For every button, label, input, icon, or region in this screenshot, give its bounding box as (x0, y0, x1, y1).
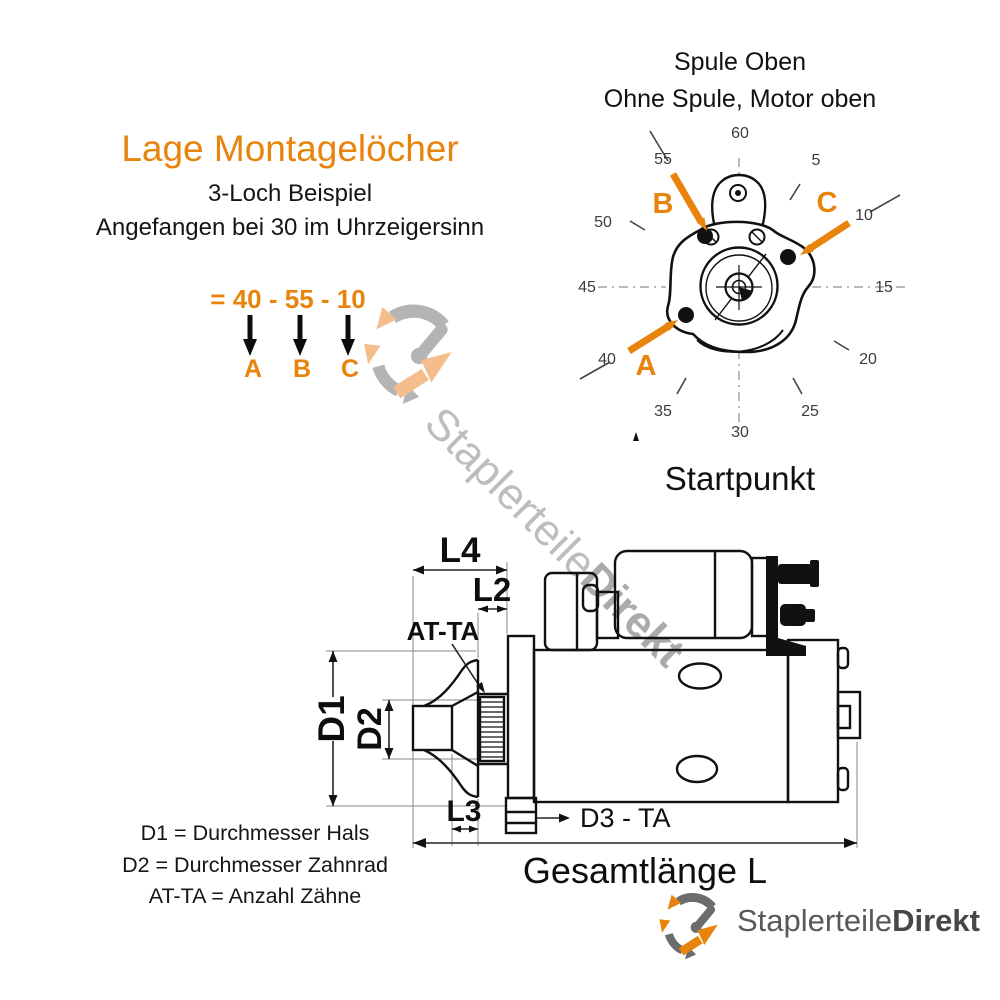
clock-number-40: 40 (598, 351, 616, 368)
solenoid-terminals (766, 556, 819, 656)
start-marker-triangle (633, 432, 639, 441)
clock-number-50: 50 (594, 214, 612, 231)
solenoid-front-view (710, 173, 767, 234)
clock-heading-line2: Ohne Spule, Motor oben (603, 85, 877, 113)
dim-label-d2: D2 (351, 707, 389, 750)
dim-label-d3-ta: D3 - TA (580, 803, 671, 833)
clock-number-30: 30 (731, 424, 749, 441)
clock-number-15: 15 (875, 279, 893, 296)
brand-name-bold: Direkt (892, 903, 980, 938)
clock-number-60: 60 (731, 125, 749, 142)
hole-label-a: A (636, 350, 657, 382)
hole-a (678, 307, 694, 323)
clock-number-5: 5 (812, 152, 821, 169)
dim-label-l4: L4 (440, 535, 481, 570)
circular-arrows-icon (364, 304, 452, 404)
clock-number-35: 35 (654, 403, 672, 420)
clock-number-25: 25 (801, 403, 819, 420)
dim-label-l3: L3 (446, 795, 481, 828)
intro-subtitle-2: Angefangen bei 30 im Uhrzeigersinn (95, 214, 485, 241)
total-length-label: Gesamtlänge L (523, 850, 767, 891)
shaft-hub (716, 265, 762, 310)
watermark-logo-icon (364, 304, 452, 404)
legend-line-d2: D2 = Durchmesser Zahnrad (122, 852, 388, 877)
circular-arrows-icon (659, 893, 718, 960)
clock-heading-line1: Spule Oben (673, 48, 807, 76)
column-label-b: B (293, 355, 312, 383)
hole-c (780, 249, 796, 265)
clock-number-55: 55 (654, 151, 672, 168)
motor-outline (411, 549, 862, 835)
brand-name: StaplerteileDirekt (737, 903, 980, 939)
dim-label-at-ta: AT-TA (407, 616, 480, 646)
legend-line-at-ta: AT-TA = Anzahl Zähne (148, 884, 362, 908)
brand-name-regular: Staplerteile (737, 903, 893, 938)
dimension-arrowheads (328, 565, 857, 848)
legend: D1 = Durchmesser Hals D2 = Durchmesser Z… (100, 818, 410, 913)
pinion-teeth-hatch (481, 701, 503, 758)
clock-caption: Startpunkt (664, 460, 816, 497)
dim-label-l2: L2 (473, 571, 512, 608)
column-label-a: A (244, 355, 263, 383)
column-label-c: C (341, 355, 360, 383)
clock-number-45: 45 (578, 279, 596, 296)
hole-pointer-arrows (627, 172, 851, 354)
hole-position-formula: = 40 - 55 - 10 (210, 284, 366, 314)
mounting-holes (678, 228, 796, 323)
clock-number-10: 10 (855, 207, 873, 224)
clock-heading: Spule Oben Ohne Spule, Motor oben (540, 44, 940, 118)
starter-side-view-drawing: L4 L2 AT-TA D1 D2 L3 D3 - TA Gesamtlänge… (311, 535, 862, 891)
formula-down-arrows (243, 315, 355, 356)
hole-label-b: B (653, 188, 674, 220)
hole-label-c: C (817, 187, 838, 219)
page-title: Lage Montagelöcher (121, 128, 459, 169)
mounting-hole-clock-diagram: B C A 60 5 10 15 20 25 30 35 40 45 50 55 (578, 125, 906, 441)
clock-ticks (579, 130, 901, 395)
clock-numbers: 60 5 10 15 20 25 30 35 40 45 50 55 (578, 125, 893, 441)
intro-subtitle-1: 3-Loch Beispiel (207, 180, 373, 207)
hole-b (697, 228, 713, 244)
dim-label-d1: D1 (311, 695, 352, 742)
brand-logo-icon (659, 893, 718, 960)
clock-number-20: 20 (859, 351, 877, 368)
legend-line-d1: D1 = Durchmesser Hals (140, 821, 370, 845)
